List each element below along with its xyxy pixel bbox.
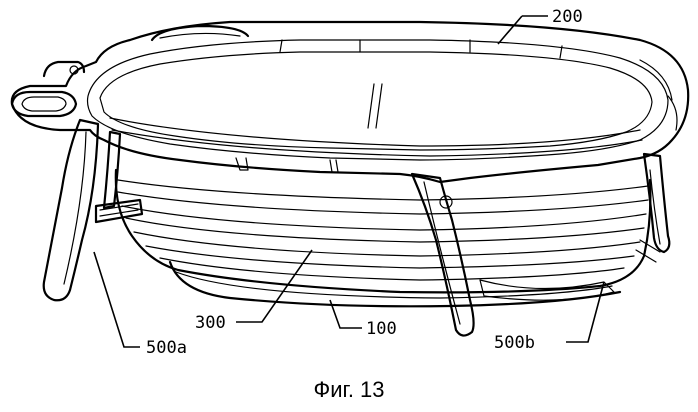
label-100: 100	[366, 319, 397, 339]
tub-rim	[12, 22, 688, 182]
label-500b: 500b	[494, 333, 535, 353]
leader-lines	[94, 16, 604, 347]
leader-500a	[94, 252, 140, 347]
label-500a: 500a	[146, 338, 187, 358]
leader-200	[498, 16, 548, 44]
label-300: 300	[195, 313, 226, 333]
figure-caption: Фиг. 13	[313, 377, 384, 402]
tub-bowl	[110, 84, 650, 306]
label-200: 200	[552, 7, 583, 27]
